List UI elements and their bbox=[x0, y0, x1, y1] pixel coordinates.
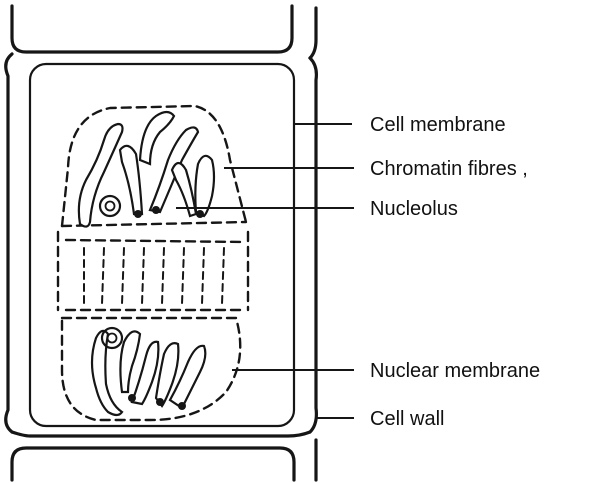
lower-chromatin-fibres bbox=[92, 331, 205, 415]
label-chromatin-fibres: Chromatin fibres , bbox=[370, 158, 528, 180]
label-cell-wall: Cell wall bbox=[370, 408, 444, 430]
label-cell-membrane: Cell membrane bbox=[370, 114, 506, 136]
label-nuclear-membrane: Nuclear membrane bbox=[370, 360, 540, 382]
label-nucleolus: Nucleolus bbox=[370, 198, 458, 220]
upper-adjacent-cell bbox=[12, 6, 316, 58]
upper-nucleolus bbox=[100, 196, 120, 216]
upper-chromatin-fibres bbox=[79, 112, 214, 227]
spindle-fibres bbox=[58, 232, 248, 310]
lower-adjacent-cell bbox=[12, 440, 316, 480]
